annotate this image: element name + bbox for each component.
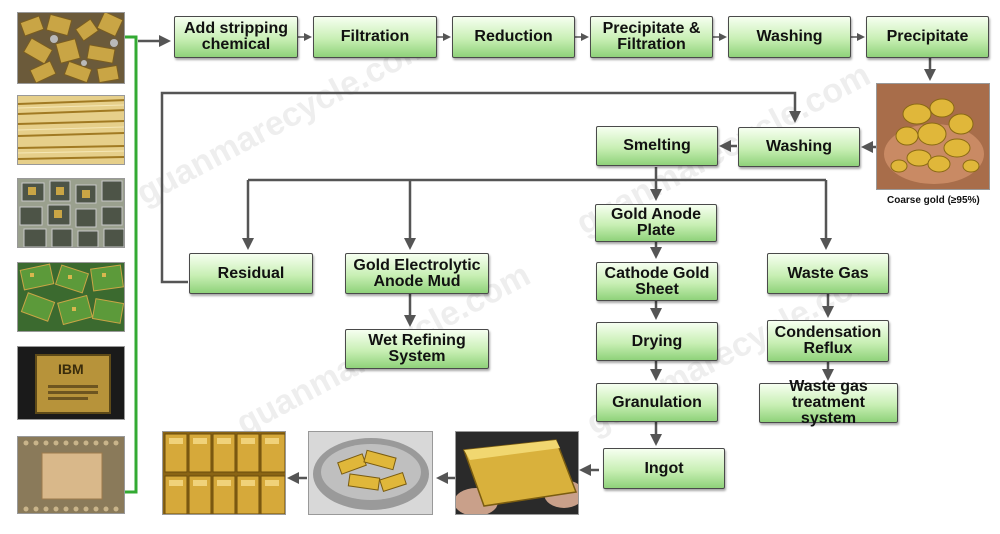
step-precipitate-filtration: Precipitate & Filtration (590, 16, 713, 58)
step-cathode-sheet: Cathode Gold Sheet (596, 262, 718, 301)
cpu-label: IBM (58, 361, 84, 377)
photo-gold-bars-stack (162, 431, 286, 515)
step-reduction: Reduction (452, 16, 575, 58)
photo-ibm-cpu: IBM (17, 346, 125, 420)
photo-ceramic-cpu (17, 436, 125, 514)
step-granulation: Granulation (596, 383, 718, 422)
step-washing-2: Washing (738, 127, 860, 167)
photo-cpu-chips (17, 178, 125, 248)
step-smelting: Smelting (596, 126, 718, 166)
step-condensation-reflux: Condensation Reflux (767, 320, 889, 362)
step-waste-gas: Waste Gas (767, 253, 889, 294)
photo-gold-bar-hands (455, 431, 579, 515)
step-wet-refining: Wet Refining System (345, 329, 489, 369)
photo-circuit-boards (17, 262, 125, 332)
photo-gold-pins (17, 95, 125, 165)
coarse-gold-caption: Coarse gold (≥95%) (887, 195, 980, 206)
step-ingot: Ingot (603, 448, 725, 489)
step-filtration: Filtration (313, 16, 437, 58)
photo-gold-bowl (308, 431, 433, 515)
step-drying: Drying (596, 322, 718, 361)
step-anode-plate: Gold Anode Plate (595, 204, 717, 242)
step-waste-gas-treatment: Waste gas treatment system (759, 379, 898, 427)
step-washing-1: Washing (728, 16, 851, 58)
step-add-stripping-chemical: Add stripping chemical (174, 16, 298, 58)
input-bracket (124, 35, 138, 494)
photo-gold-scrap (17, 12, 125, 84)
step-residual: Residual (189, 253, 313, 294)
photo-coarse-gold (876, 83, 990, 190)
step-precipitate: Precipitate (866, 16, 989, 58)
step-anode-mud: Gold Electrolytic Anode Mud (345, 253, 489, 294)
